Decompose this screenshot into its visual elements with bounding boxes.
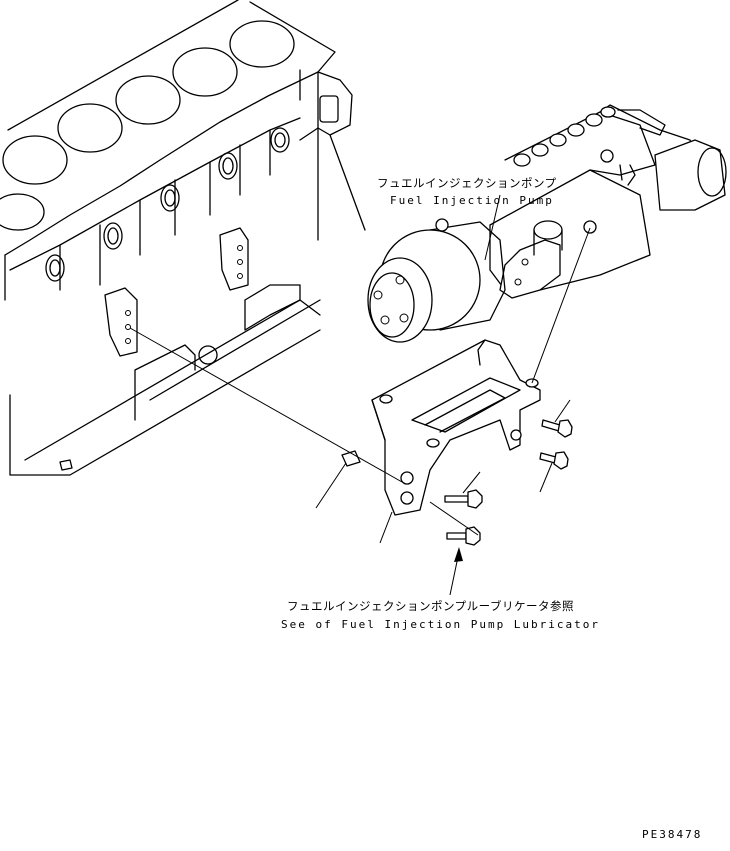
bolt-4 [539, 451, 569, 470]
pump-label-english: Fuel Injection Pump [390, 194, 554, 207]
lubricator-label-japanese: フュエルインジェクションポンプルーブリケータ参照 [287, 599, 574, 613]
pump-label-japanese: フュエルインジェクションポンプ [377, 176, 557, 190]
pump-bracket [371, 339, 541, 516]
bolt-3 [541, 419, 573, 438]
fuel-injection-pump [367, 104, 727, 343]
bolt-1 [444, 489, 483, 509]
engine-block [0, 0, 366, 476]
drawing-number: PE38478 [642, 828, 703, 841]
lubricator-label-english: See of Fuel Injection Pump Lubricator [281, 618, 601, 631]
bolt-2 [446, 526, 481, 546]
dowel-pin [341, 450, 361, 467]
leader-lines [129, 194, 591, 596]
